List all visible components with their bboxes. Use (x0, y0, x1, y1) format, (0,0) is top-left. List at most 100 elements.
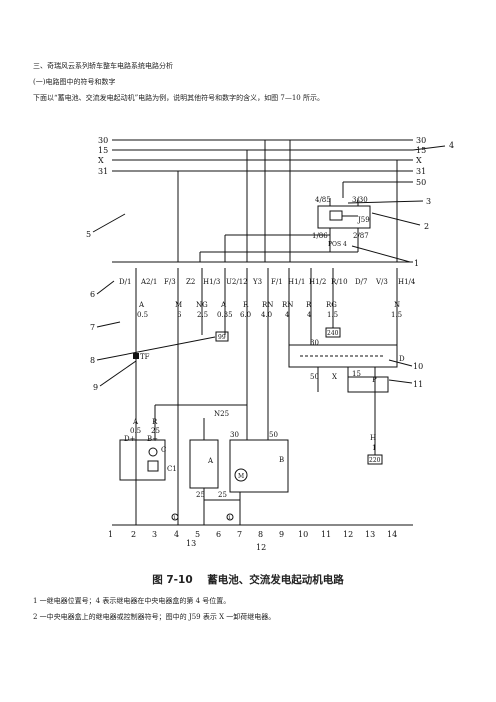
terminal-label: H1/2 (309, 278, 326, 286)
wire-color: RN (282, 301, 293, 309)
intro-paragraph: 下面以“蓄电池、交流发电起动机”电路为例，说明其他符号和数字的含义，如图 7—1… (33, 94, 324, 102)
wire-size: 4.0 (261, 311, 272, 319)
relay-j59 (317, 205, 371, 229)
alt-d-plus: D+ (124, 435, 136, 443)
wire-color: NG (196, 301, 208, 309)
starter-50: 50 (269, 431, 278, 439)
wire-color: RN (262, 301, 273, 309)
callout-11: 11 (413, 380, 423, 389)
terminal-label: R/10 (331, 278, 348, 286)
regulator-box (189, 439, 219, 489)
bottom-number: 8 (258, 530, 263, 539)
bus-label-31-left: 31 (98, 167, 108, 176)
wire-size: 2.5 (197, 311, 208, 319)
fuse-d: D (399, 355, 405, 363)
wire-color: R (306, 301, 312, 309)
n25-label: N25 (214, 410, 229, 418)
terminal-label: A2/1 (140, 278, 157, 286)
note-1: 1 一继电器位置号；4 表示继电器在中央电器盒的第 4 号位置。 (33, 597, 231, 605)
figure-number: 图 7-10 (152, 574, 193, 586)
alt-b-wire-color: R (152, 418, 158, 426)
callout-8: 8 (90, 356, 95, 365)
terminal-label: U2/12 (226, 278, 248, 286)
relay-code: J59 (357, 216, 370, 224)
alt-c: C (161, 446, 166, 454)
alt-wire-color: A (132, 418, 139, 426)
terminal-label: F/1 (271, 278, 283, 286)
alt-c1: C1 (167, 465, 177, 473)
relay-position: POS 4 (328, 241, 347, 248)
wire-size: 6 (177, 311, 182, 319)
wire-size: 1.5 (391, 311, 402, 319)
bus-label-15-left: 15 (98, 146, 108, 155)
bottom-number: 4 (174, 530, 179, 539)
relay-pin-3-30: 3/30 (352, 196, 368, 204)
box-99-label: 99 (218, 334, 226, 341)
callout-1: 1 (414, 259, 419, 268)
ground-marker: 1 (173, 515, 176, 521)
wire-color: RG (326, 301, 337, 309)
wire-color: A (138, 301, 145, 309)
bus-label-30-right: 30 (416, 136, 426, 145)
alt-wire-size: 0.5 (130, 427, 141, 435)
bottom-number: 5 (195, 530, 200, 539)
terminal-label: Y3 (252, 278, 262, 286)
callout-9: 9 (93, 383, 98, 392)
fuse-30: 30 (310, 339, 319, 347)
callout-10: 10 (413, 362, 423, 371)
wire-size: 6.0 (240, 311, 251, 319)
box-240 (325, 327, 341, 338)
terminal-label: H1/3 (203, 278, 220, 286)
bus-label-15-right: 15 (416, 146, 426, 155)
terminal-label: V/3 (375, 278, 388, 286)
wire-size: 0.35 (217, 311, 233, 319)
bus-label-x-left: X (98, 156, 104, 165)
fuse-out-15: 15 (352, 370, 361, 378)
callout-13: 13 (186, 539, 196, 548)
bottom-number: 6 (216, 530, 221, 539)
alt-b-plus: B+ (147, 435, 158, 443)
box-240-label: 240 (327, 330, 339, 337)
starter-30: 30 (230, 431, 239, 439)
wire-size: 4 (307, 311, 312, 319)
gnd-wire-size-2: 25 (218, 491, 227, 499)
section-heading: 三、奇瑞风云系列轿车整车电路系统电路分析 (33, 62, 173, 70)
subsection-heading: (一)电路图中的符号和数字 (33, 78, 116, 86)
bottom-number: 9 (279, 530, 284, 539)
callout-4: 4 (449, 141, 454, 150)
note-2: 2 一中央电器盒上的继电器或控制器符号；图中的 J59 表示 X 一卸荷继电器。 (33, 613, 276, 621)
relay-pin-1-86: 1/86 (312, 232, 328, 240)
callout-7: 7 (90, 323, 95, 332)
starter-motor-m: M (238, 473, 244, 480)
bottom-number: 2 (131, 530, 136, 539)
figure-caption: 图 7-10 蓄电池、交流发电起动机电路 (0, 572, 496, 587)
wire-size: 1.5 (327, 311, 338, 319)
terminal-label: H1/1 (288, 278, 305, 286)
battery-label: A (207, 457, 214, 465)
bus-label-30-left: 30 (98, 136, 108, 145)
bus-label-x-right: X (416, 156, 422, 165)
wire-color: A (220, 301, 227, 309)
bottom-numbers: 1 2 3 4 5 6 7 8 9 10 11 12 13 14 (108, 530, 397, 539)
terminal-label: D/7 (355, 278, 367, 286)
relay-pin-4-85: 4/85 (315, 196, 331, 204)
starter-b: B (279, 456, 284, 464)
fuse-out-x: X (332, 373, 337, 381)
gnd-wire-size: 25 (196, 491, 205, 499)
bottom-number: 3 (152, 530, 157, 539)
alt-b-wire-size: 25 (151, 427, 160, 435)
box-220-label: 220 (369, 457, 381, 464)
fuse-out-p: P (372, 376, 377, 384)
h-label: H (370, 434, 376, 442)
callout-12: 12 (256, 543, 266, 552)
box-220 (367, 454, 383, 465)
box-99 (215, 331, 229, 342)
fuse-box (288, 344, 398, 368)
terminal-label: H1/4 (398, 278, 416, 286)
h-size: 1 (372, 444, 376, 452)
alternator-box (119, 439, 166, 481)
callout-5: 5 (86, 230, 91, 239)
terminal-label: F/3 (164, 278, 176, 286)
bottom-number: 14 (387, 530, 397, 539)
wire-color: M (175, 301, 182, 309)
